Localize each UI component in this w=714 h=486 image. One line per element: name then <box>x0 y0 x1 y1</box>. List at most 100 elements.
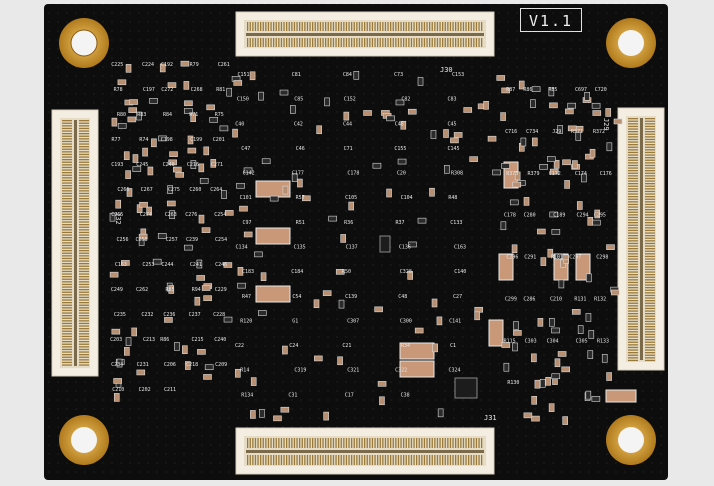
silk-label: C192 <box>161 62 173 68</box>
smd-part <box>196 259 203 269</box>
connector-pin <box>62 278 72 280</box>
silk-label: C82 <box>401 97 410 103</box>
connector-pin <box>628 318 638 320</box>
smd-part <box>523 197 530 206</box>
smd-part <box>243 167 253 174</box>
connector-pin <box>457 38 459 47</box>
smd-part <box>571 309 581 315</box>
connector-pin <box>628 198 638 200</box>
connector-pin <box>79 192 89 195</box>
connector-pin <box>62 328 72 330</box>
connector-pin <box>62 330 72 332</box>
connector-pin <box>249 22 251 31</box>
connector-pin <box>645 266 655 268</box>
connector-pin <box>249 438 251 448</box>
smd-part <box>197 349 206 355</box>
silk-label: C20 <box>397 171 406 177</box>
smd-part <box>257 310 267 316</box>
connector-pin <box>628 227 638 229</box>
smd-part <box>501 163 510 169</box>
connector-pin <box>260 455 262 465</box>
smd-part <box>184 244 193 251</box>
silk-label: C299 <box>505 296 517 302</box>
connector-pin <box>280 22 283 31</box>
smd-part <box>168 159 177 166</box>
connector-pin <box>62 302 72 304</box>
version-label: V1.1 <box>520 8 582 32</box>
smd-part <box>549 168 559 175</box>
silk-label: C101 <box>240 195 252 201</box>
connector-pin <box>377 22 379 31</box>
connector-pin <box>79 164 89 166</box>
connector-pin <box>62 125 72 127</box>
connector-pin <box>62 247 72 249</box>
connector-pin <box>62 257 72 260</box>
connector-pin <box>335 38 337 47</box>
connector-pin <box>628 302 638 304</box>
smd-part <box>430 130 437 139</box>
connector-pin <box>423 455 426 465</box>
connector-pin <box>408 22 410 31</box>
connector-pin <box>62 252 72 254</box>
connector-pin <box>62 229 72 231</box>
connector-pin <box>460 455 462 465</box>
silk-label: R57 <box>296 195 305 201</box>
connector-pin <box>79 317 89 319</box>
connector-pin <box>645 344 655 346</box>
connector-pin <box>628 331 638 333</box>
connector-pin <box>62 270 72 273</box>
connector-pin <box>283 438 285 448</box>
smd-part <box>237 282 246 289</box>
silk-label: C73 <box>394 72 403 78</box>
connector-pin <box>413 455 415 465</box>
silk-label: C300 <box>400 318 412 324</box>
connector-pin <box>254 455 257 465</box>
connector-pin <box>79 341 89 343</box>
connector-pin <box>645 310 655 312</box>
connector-pin <box>387 22 389 31</box>
connector-pin <box>397 455 400 465</box>
connector-pin <box>481 438 483 448</box>
connector-pin <box>62 322 72 325</box>
connector-pin <box>628 248 638 250</box>
connector-pin <box>338 438 340 448</box>
smd-part <box>586 273 592 283</box>
connector-pin <box>645 242 655 245</box>
smd-part <box>204 364 214 371</box>
silk-label: C48 <box>398 294 407 300</box>
smd-part <box>335 269 345 275</box>
connector-pin <box>628 224 638 226</box>
connector-pin <box>645 346 655 349</box>
connector-pin <box>275 438 277 448</box>
smd-part <box>132 154 139 163</box>
smd-part <box>492 169 501 176</box>
connector-pin <box>79 273 89 275</box>
connector-pin <box>369 455 371 465</box>
connector-pin <box>465 438 467 448</box>
connector-pin <box>384 455 387 465</box>
silk-label: R71 <box>189 112 198 118</box>
silk-label: C225 <box>111 62 123 68</box>
connector-pin <box>62 133 72 135</box>
connector-pin <box>79 151 89 153</box>
smd-part <box>548 87 555 97</box>
connector-pin <box>330 38 332 47</box>
smd-part <box>323 411 329 421</box>
connector-pin <box>351 22 353 31</box>
connector-pin <box>384 38 387 47</box>
connector-pin <box>304 38 306 47</box>
smd-part <box>147 166 154 176</box>
connector-pin <box>291 22 293 31</box>
connector-pin <box>327 455 329 465</box>
connector-pin <box>452 455 454 465</box>
connector-pin <box>645 203 655 206</box>
connector-pin <box>356 38 358 47</box>
connector-pin <box>645 190 655 193</box>
smd-part <box>343 111 350 121</box>
silk-label: C280 <box>524 213 536 219</box>
smd-part <box>474 311 480 321</box>
connector-pin <box>62 354 72 356</box>
connector-pin <box>267 38 270 47</box>
connector-pin <box>465 38 467 47</box>
connector-pin <box>62 268 72 270</box>
